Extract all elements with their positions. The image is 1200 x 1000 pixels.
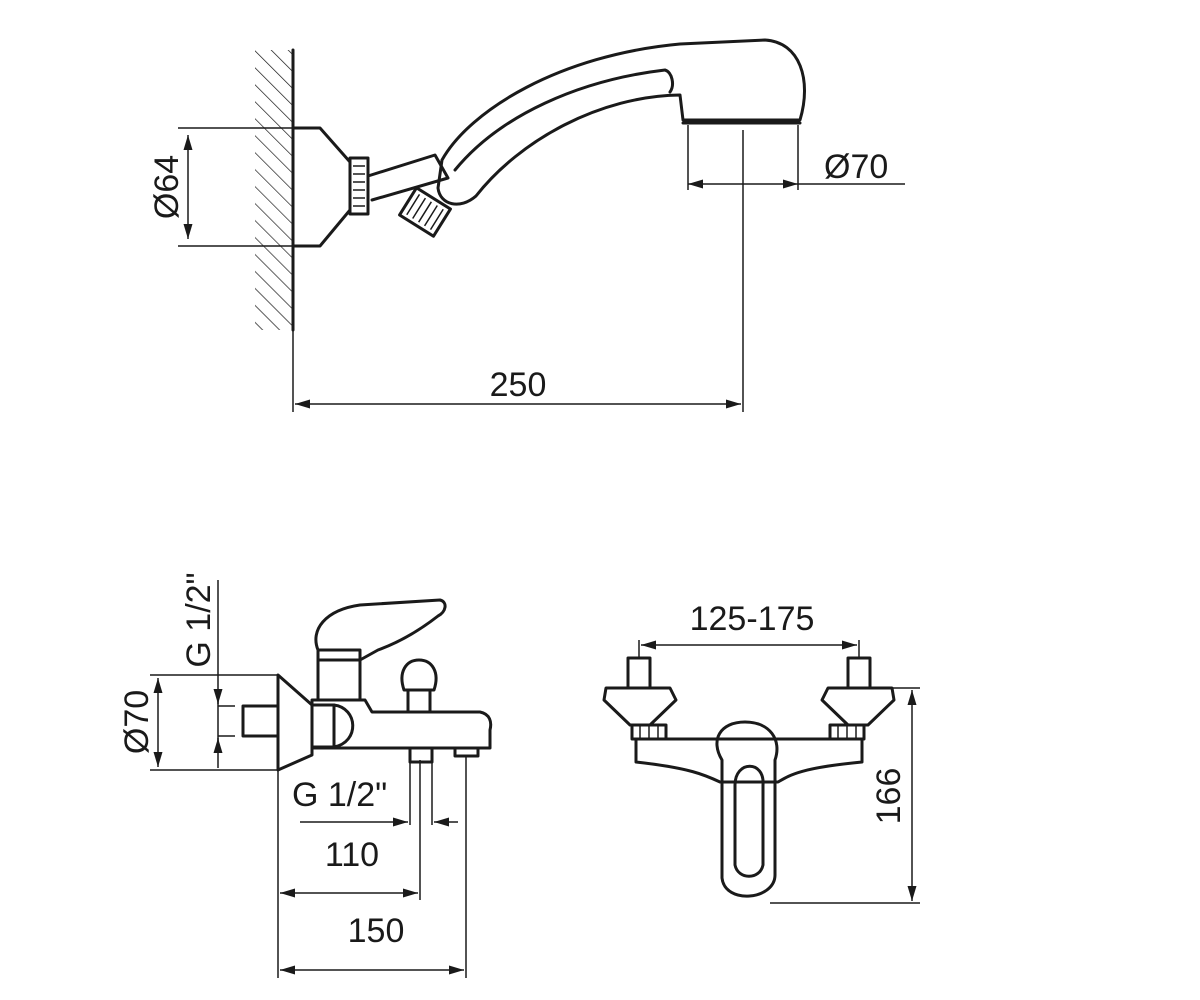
dim-head-diameter: Ø70	[824, 148, 888, 186]
dim-thread-bottom: G 1/2"	[292, 776, 387, 814]
right-inlet-cap	[846, 656, 872, 690]
dim-spout-length: 150	[348, 912, 405, 950]
lever-handle	[314, 598, 447, 662]
inlet-stub	[241, 704, 280, 738]
handle-inner-edge	[453, 68, 674, 172]
shower-handle	[436, 38, 806, 206]
mixer-side-view: G 1/2" Ø70 G 1/2" 110 150	[118, 572, 493, 978]
dim-projection: 250	[490, 366, 547, 404]
dim-mixer-height: 166	[870, 768, 908, 825]
knurled-nut	[348, 156, 370, 216]
hose-connector	[398, 186, 452, 238]
front-lever-inner	[733, 764, 765, 878]
mixer-front-view: 125-175 166	[602, 600, 920, 904]
front-body	[634, 737, 864, 784]
dim-spout-offset: 110	[325, 836, 379, 874]
mixer-flange	[276, 673, 314, 772]
right-flange	[820, 686, 896, 727]
lever-column	[316, 648, 362, 702]
wall-flange	[291, 126, 352, 248]
shower-head-view: Ø64 Ø70 250	[148, 38, 905, 412]
front-lever	[715, 720, 779, 898]
body-nut	[310, 703, 336, 749]
wall-hatching	[255, 50, 293, 330]
diverter-stem	[406, 688, 432, 714]
holder-arm	[366, 153, 450, 202]
left-flange	[602, 686, 678, 727]
dim-flange-diameter: Ø64	[148, 155, 186, 219]
bottom-outlet	[408, 746, 434, 764]
dim-center-distance: 125-175	[690, 600, 815, 638]
left-inlet-cap	[626, 656, 652, 690]
diverter-knob	[400, 658, 438, 692]
mixer-body	[310, 698, 493, 750]
dim-mixer-flange: Ø70	[118, 690, 156, 754]
dim-thread-top: G 1/2"	[180, 572, 218, 667]
